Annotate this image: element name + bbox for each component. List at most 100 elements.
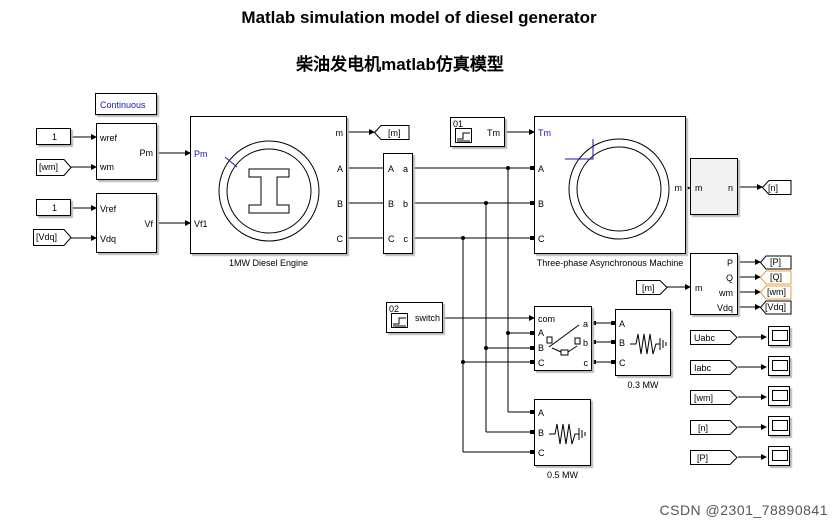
async-machine-block[interactable]: Tm A B C m: [534, 116, 686, 254]
engine-port-pm: Pm: [194, 149, 208, 159]
from-wm-label: [wm]: [39, 162, 58, 172]
demux-port-n: n: [727, 183, 733, 193]
constant-vref[interactable]: 1: [36, 199, 71, 216]
exciter-subsystem[interactable]: Vref Vdq Vf: [96, 193, 157, 253]
machine-port-m: m: [674, 183, 683, 193]
from-vdq-tag[interactable]: [33, 229, 72, 246]
calc-port-vdq: Vdq: [716, 303, 733, 313]
exciter-port-vref: Vref: [100, 204, 117, 214]
exciter-port-vdq: Vdq: [100, 234, 117, 244]
diesel-engine-label: 1MW Diesel Engine: [228, 258, 309, 268]
from-uabc-label[interactable]: Uabc: [694, 333, 716, 343]
from-m-label: [m]: [642, 283, 655, 293]
step-block-01[interactable]: 01 Tm: [450, 117, 505, 147]
breaker-switch-icon: [546, 324, 581, 356]
three-phase-breaker[interactable]: com A B C a b c: [534, 306, 592, 371]
engine-port-b: B: [336, 199, 343, 209]
governor-port-wm: wm: [100, 162, 114, 172]
calc-port-wm: wm: [719, 288, 733, 298]
engine-port-c: C: [336, 234, 344, 244]
goto-wm-label[interactable]: [wm]: [767, 287, 786, 297]
breaker-port-A: A: [538, 328, 545, 338]
scope-n-icon[interactable]: [768, 416, 790, 436]
step-icon: [391, 313, 408, 328]
powergui-label: Continuous: [100, 100, 146, 110]
machine-port-b: B: [538, 199, 545, 209]
vimeas-port-B: B: [388, 199, 395, 209]
calc-port-p: P: [726, 258, 733, 268]
from-p-label[interactable]: [P]: [697, 453, 709, 463]
step2-port-switch: switch: [414, 313, 440, 323]
governor-port-pm: Pm: [139, 148, 154, 158]
constant-wref-value: 1: [52, 132, 58, 142]
machine-port-a: A: [538, 164, 545, 174]
goto-n-tag[interactable]: [762, 180, 792, 195]
load-0-3mw-label: 0.3 MW: [627, 380, 659, 390]
calc-port-q: Q: [725, 273, 733, 283]
load-0-5mw-label: 0.5 MW: [546, 470, 578, 480]
goto-m-label: [m]: [388, 128, 401, 138]
goto-p-label[interactable]: [P]: [770, 257, 782, 267]
vi-measurement-block[interactable]: A B C a b c: [383, 153, 413, 254]
step-block-02[interactable]: 02 switch: [386, 302, 443, 333]
scope-p-icon[interactable]: [768, 446, 790, 466]
load2-port-B: B: [538, 428, 545, 438]
measurement-calc-block[interactable]: m P Q wm Vdq: [690, 253, 738, 315]
constant-vref-value: 1: [52, 203, 58, 213]
load2-port-C: C: [538, 448, 545, 458]
from-n-label[interactable]: [n]: [698, 423, 709, 433]
powergui-block[interactable]: Continuous: [95, 93, 157, 115]
diesel-engine-block[interactable]: Pm Vf1 m A B C: [190, 116, 347, 254]
exciter-port-vf: Vf: [144, 219, 153, 229]
from-vdq-label: [Vdq]: [36, 232, 58, 242]
goto-tags-column: [760, 255, 792, 315]
machine-port-c: C: [538, 234, 545, 244]
breaker-port-c: c: [583, 358, 589, 368]
vimeas-port-a: a: [402, 164, 408, 174]
from-iabc-label[interactable]: Iabc: [694, 363, 712, 373]
step1-port-tm: Tm: [487, 128, 500, 138]
resistor-load-icon: [549, 423, 586, 445]
breaker-port-b: b: [582, 338, 588, 348]
async-machine-icon: [565, 138, 670, 240]
demux-port-m: m: [695, 183, 703, 193]
goto-n-label: [n]: [768, 183, 779, 193]
breaker-port-a: a: [582, 319, 588, 329]
vimeas-port-A: A: [388, 164, 395, 174]
breaker-port-B: B: [538, 343, 545, 353]
load1-port-A: A: [619, 319, 626, 329]
vimeas-port-b: b: [402, 199, 408, 209]
governor-subsystem[interactable]: wref wm Pm: [96, 123, 157, 180]
governor-port-wref: wref: [100, 133, 118, 143]
load2-port-A: A: [538, 408, 545, 418]
goto-m-tag[interactable]: [374, 125, 410, 140]
scope-wm-icon[interactable]: [768, 386, 790, 406]
vimeas-port-c: c: [403, 234, 409, 244]
goto-vdq-label[interactable]: [Vdq]: [765, 302, 787, 312]
async-machine-label: Three-phase Asynchronous Machine: [536, 258, 684, 268]
breaker-port-C: C: [538, 358, 545, 368]
load-0-3mw-block[interactable]: A B C: [615, 309, 671, 376]
engine-port-m: m: [335, 128, 344, 138]
resistor-load-icon: [630, 333, 667, 355]
from-wm2-label[interactable]: [wm]: [694, 393, 713, 403]
bus-selector-block[interactable]: m n: [690, 158, 738, 215]
page-title-cn: 柴油发电机matlab仿真模型: [296, 55, 504, 74]
step-icon: [455, 128, 472, 143]
calc-port-m: m: [695, 283, 703, 293]
page-title-en: Matlab simulation model of diesel genera…: [241, 8, 597, 27]
load-0-5mw-block[interactable]: A B C: [534, 399, 591, 466]
constant-wref[interactable]: 1: [36, 128, 71, 145]
engine-port-a: A: [336, 164, 343, 174]
breaker-port-com: com: [538, 314, 556, 324]
from-wm-tag[interactable]: [36, 159, 72, 176]
scope-uabc-icon[interactable]: [768, 326, 790, 346]
from-m-tag[interactable]: [636, 280, 668, 295]
scope-iabc-icon[interactable]: [768, 356, 790, 376]
goto-q-label[interactable]: [Q]: [770, 272, 783, 282]
synchronous-machine-icon: [218, 140, 320, 242]
vimeas-port-C: C: [388, 234, 395, 244]
step2-id: 02: [389, 304, 400, 314]
